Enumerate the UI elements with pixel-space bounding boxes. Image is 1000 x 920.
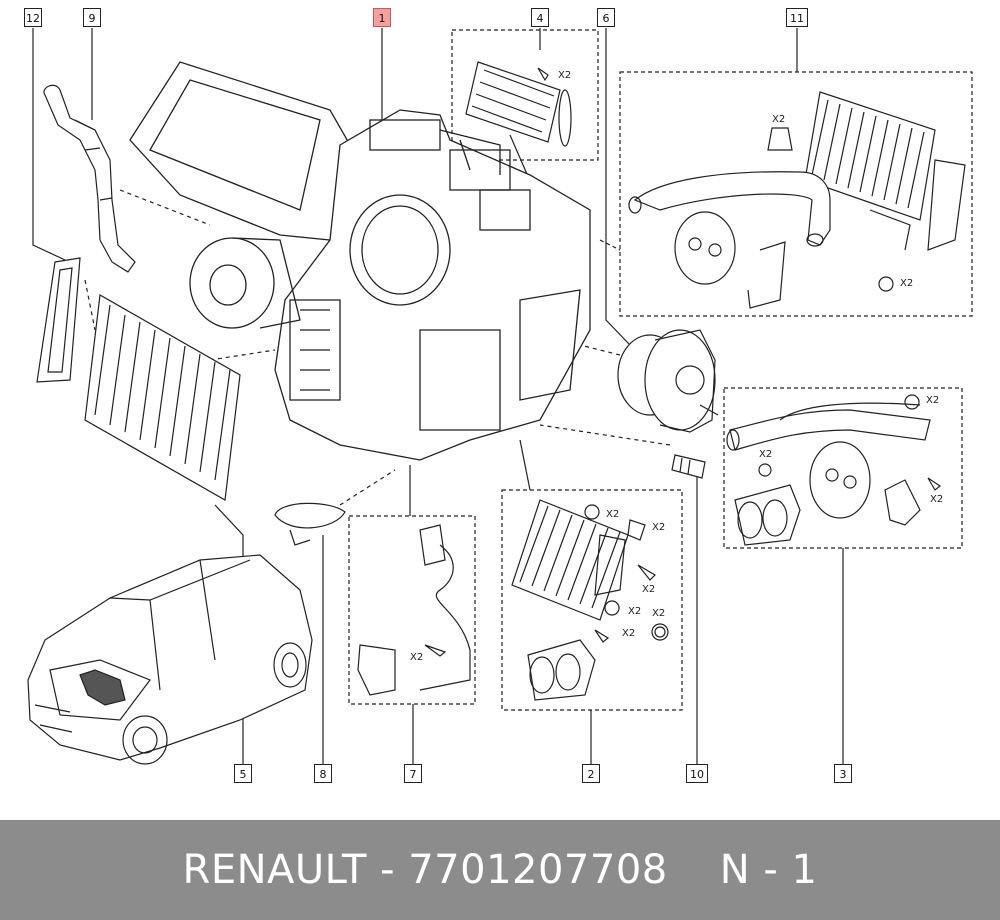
qty-mark: X2 — [652, 608, 666, 619]
air-outlet-8 — [274, 502, 346, 546]
footer-bar: RENAULT - 7701207708 N - 1 — [0, 820, 1000, 920]
footer-brand-part: RENAULT - 7701207708 — [182, 847, 668, 893]
filter-12 — [36, 257, 81, 383]
leader-6 — [605, 28, 631, 346]
callout-11[interactable]: 11 — [786, 8, 808, 27]
callout-9[interactable]: 9 — [83, 8, 101, 27]
qty-mark: X2 — [900, 278, 914, 289]
callout-7[interactable]: 7 — [404, 764, 422, 783]
callout-5[interactable]: 5 — [234, 764, 252, 783]
callout-10[interactable]: 10 — [686, 764, 708, 783]
blower-motor-6 — [617, 329, 719, 433]
group-box-11 — [619, 71, 973, 317]
sensor-harness-7 — [357, 524, 471, 696]
callout-12[interactable]: 12 — [24, 8, 42, 27]
air-duct-9 — [43, 84, 136, 273]
qty-mark: X2 — [926, 395, 940, 406]
callout-8[interactable]: 8 — [314, 764, 332, 783]
filter-element-4 — [465, 61, 572, 147]
callout-6[interactable]: 6 — [597, 8, 615, 27]
qty-mark: X2 — [606, 509, 620, 520]
pollen-filter-5 — [84, 294, 241, 501]
hvac-housing — [129, 61, 591, 461]
heater-core-11 — [628, 91, 966, 309]
footer-page: N - 1 — [719, 847, 818, 893]
callout-4[interactable]: 4 — [531, 8, 549, 27]
callout-2[interactable]: 2 — [582, 764, 600, 783]
parts-diagram — [27, 28, 973, 765]
qty-mark: X2 — [410, 652, 424, 663]
leader-12 — [32, 28, 66, 261]
qty-mark: X2 — [930, 494, 944, 505]
temp-sensor-10 — [671, 454, 706, 479]
qty-mark: X2 — [628, 606, 642, 617]
group-box-2 — [501, 489, 683, 711]
group-box-4 — [451, 29, 599, 161]
qty-mark: X2 — [652, 522, 666, 533]
group-box-3 — [723, 387, 963, 549]
qty-mark: X2 — [759, 449, 773, 460]
heater-matrix-2 — [511, 499, 669, 701]
vehicle-illustration — [27, 554, 313, 765]
callout-1[interactable]: 1 — [373, 8, 391, 27]
qty-mark: X2 — [622, 628, 636, 639]
qty-mark: X2 — [642, 584, 656, 595]
qty-mark: X2 — [772, 114, 786, 125]
group-box-7 — [348, 515, 476, 705]
heater-pipes-3 — [726, 394, 942, 546]
callout-3[interactable]: 3 — [834, 764, 852, 783]
qty-mark: X2 — [558, 70, 572, 81]
